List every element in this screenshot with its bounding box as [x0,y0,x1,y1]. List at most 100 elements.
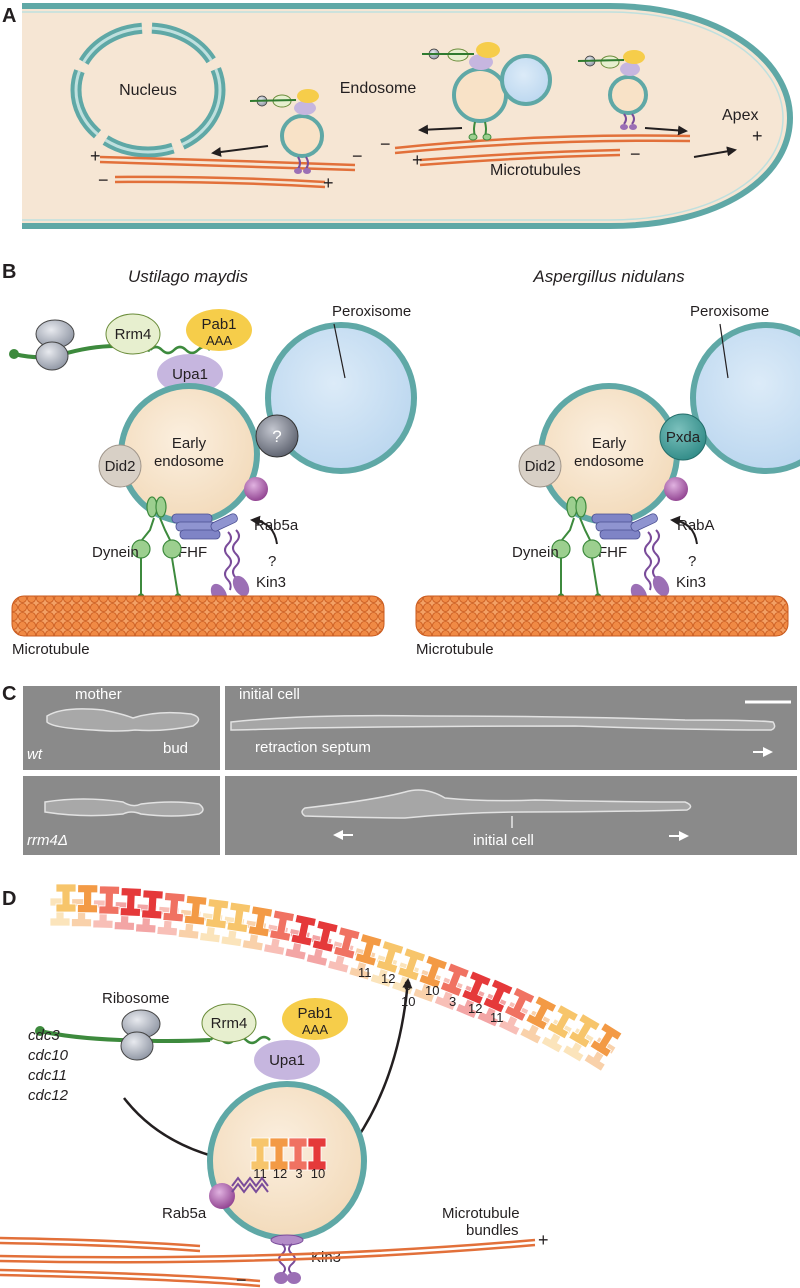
upa1-left [157,354,223,394]
svg-text:Upa1: Upa1 [172,366,208,383]
mt-minus-1: − [98,170,109,190]
svg-text:3: 3 [449,994,456,1009]
dynein-left [131,496,182,601]
rrm4-d [201,1003,257,1043]
septin-subunit [375,940,405,974]
panel-b: B Ustilago maydis Aspergillus nidulans P… [2,261,800,658]
septin-subunit [461,970,492,1006]
endosome-septin-subunit [307,1137,327,1171]
panel-d-letter: D [2,888,16,910]
nucleus: Nucleus [70,22,226,158]
mt-minus-3: − [380,134,391,154]
arrow-a3 [644,125,688,136]
septin-subunit [269,909,295,942]
rab5a-d-label: Rab5a [162,1205,207,1222]
did2-right [518,444,562,488]
svg-text:Rrm4: Rrm4 [115,326,152,343]
mt-plus-4: + [752,126,763,146]
arrow-a1 [211,145,269,157]
arrow-a4 [693,146,737,158]
svg-text:Did2: Did2 [105,458,136,475]
septin-subunit [226,901,252,934]
arrow-a2 [418,124,463,135]
species-left: Ustilago maydis [128,267,248,286]
bundles-label-2: bundles [466,1222,519,1239]
svg-text:cdc10: cdc10 [28,1047,69,1064]
upa1-d [254,1040,320,1080]
endosome-label: Endosome [340,80,417,97]
peroxisome-left-label: Peroxisome [332,303,411,320]
panel-a-letter: A [2,5,16,27]
septin-subunit [439,962,470,997]
septin-subunit [183,894,208,926]
rrm4-left [105,313,161,355]
peroxisome-right-label: Peroxisome [690,303,769,320]
apex-label: Apex [722,107,758,124]
peroxisome-right [690,322,800,474]
svg-text:FHF: FHF [178,544,207,561]
did2-left [98,444,142,488]
micrograph-wt-yeast: mother bud wt [23,686,220,770]
species-right: Aspergillus nidulans [532,267,685,286]
dynein-right [551,496,602,601]
svg-text:Kin3: Kin3 [256,574,286,591]
kin3-left [210,529,250,605]
septin-subunit [119,887,142,917]
svg-text:Microtubule: Microtubule [416,641,494,658]
svg-text:cdc3: cdc3 [28,1027,60,1044]
rab5a-left [244,477,268,501]
microtubule-left [11,595,385,637]
svg-text:10: 10 [425,983,439,998]
svg-text:Pab1: Pab1 [297,1005,332,1022]
septin-subunit [503,986,536,1022]
bud-label: bud [163,740,189,757]
svg-text:Dynein: Dynein [512,544,559,561]
svg-text:11: 11 [490,1010,504,1025]
svg-text:Did2: Did2 [525,458,556,475]
svg-text:cdc11: cdc11 [28,1067,67,1084]
septin-subunit [77,884,99,914]
septin-subunit [247,905,274,938]
svg-text:endosome: endosome [574,453,644,470]
rab5a-d [209,1183,235,1209]
microtubule-bundles [0,1236,536,1288]
svg-text:endosome: endosome [154,453,224,470]
kin3-right [630,529,670,605]
svg-text:Microtubule: Microtubule [12,641,90,658]
svg-text:Pab1: Pab1 [201,316,236,333]
micrograph-wt-hypha: initial cell retraction septum [225,686,797,770]
panel-c-letter: C [2,683,16,705]
b-left: Peroxisome Rrm4 Pab1 AAA Upa1 Early endo… [9,303,417,658]
mother-label: mother [75,686,122,703]
svg-text:Kin3: Kin3 [676,574,706,591]
pxda [659,413,707,461]
svg-text:AAA: AAA [206,333,232,348]
peroxisome-left [265,322,417,474]
septin-subunit [141,889,164,920]
rrm4-mutant-label: rrm4Δ [27,832,68,849]
septin-subunit [397,947,427,982]
pab1-left [186,309,252,351]
septin-subunit [333,926,361,960]
endosome-a1 [249,89,324,174]
svg-text:Rrm4: Rrm4 [211,1015,248,1032]
svg-text:10: 10 [311,1166,325,1181]
septin-subunit [98,885,120,915]
mt-minus-2: − [352,146,363,166]
panel-b-letter: B [2,261,16,283]
svg-text:AAA: AAA [302,1022,328,1037]
micrograph-mutant-hypha: initial cell [225,776,797,855]
svg-text:10: 10 [401,994,415,1009]
svg-text:Upa1: Upa1 [269,1052,305,1069]
microtubule-right [415,595,789,637]
septin-subunit [290,914,317,947]
mt-minus-4: − [630,144,641,164]
svg-text:12: 12 [273,1166,287,1181]
septin-subunit [482,978,514,1014]
endosome-septins [250,1137,327,1171]
svg-text:12: 12 [381,971,395,986]
endosome-septin-subunit [250,1137,270,1171]
svg-text:cdc12: cdc12 [28,1087,69,1104]
bundles-plus: + [538,1230,549,1250]
